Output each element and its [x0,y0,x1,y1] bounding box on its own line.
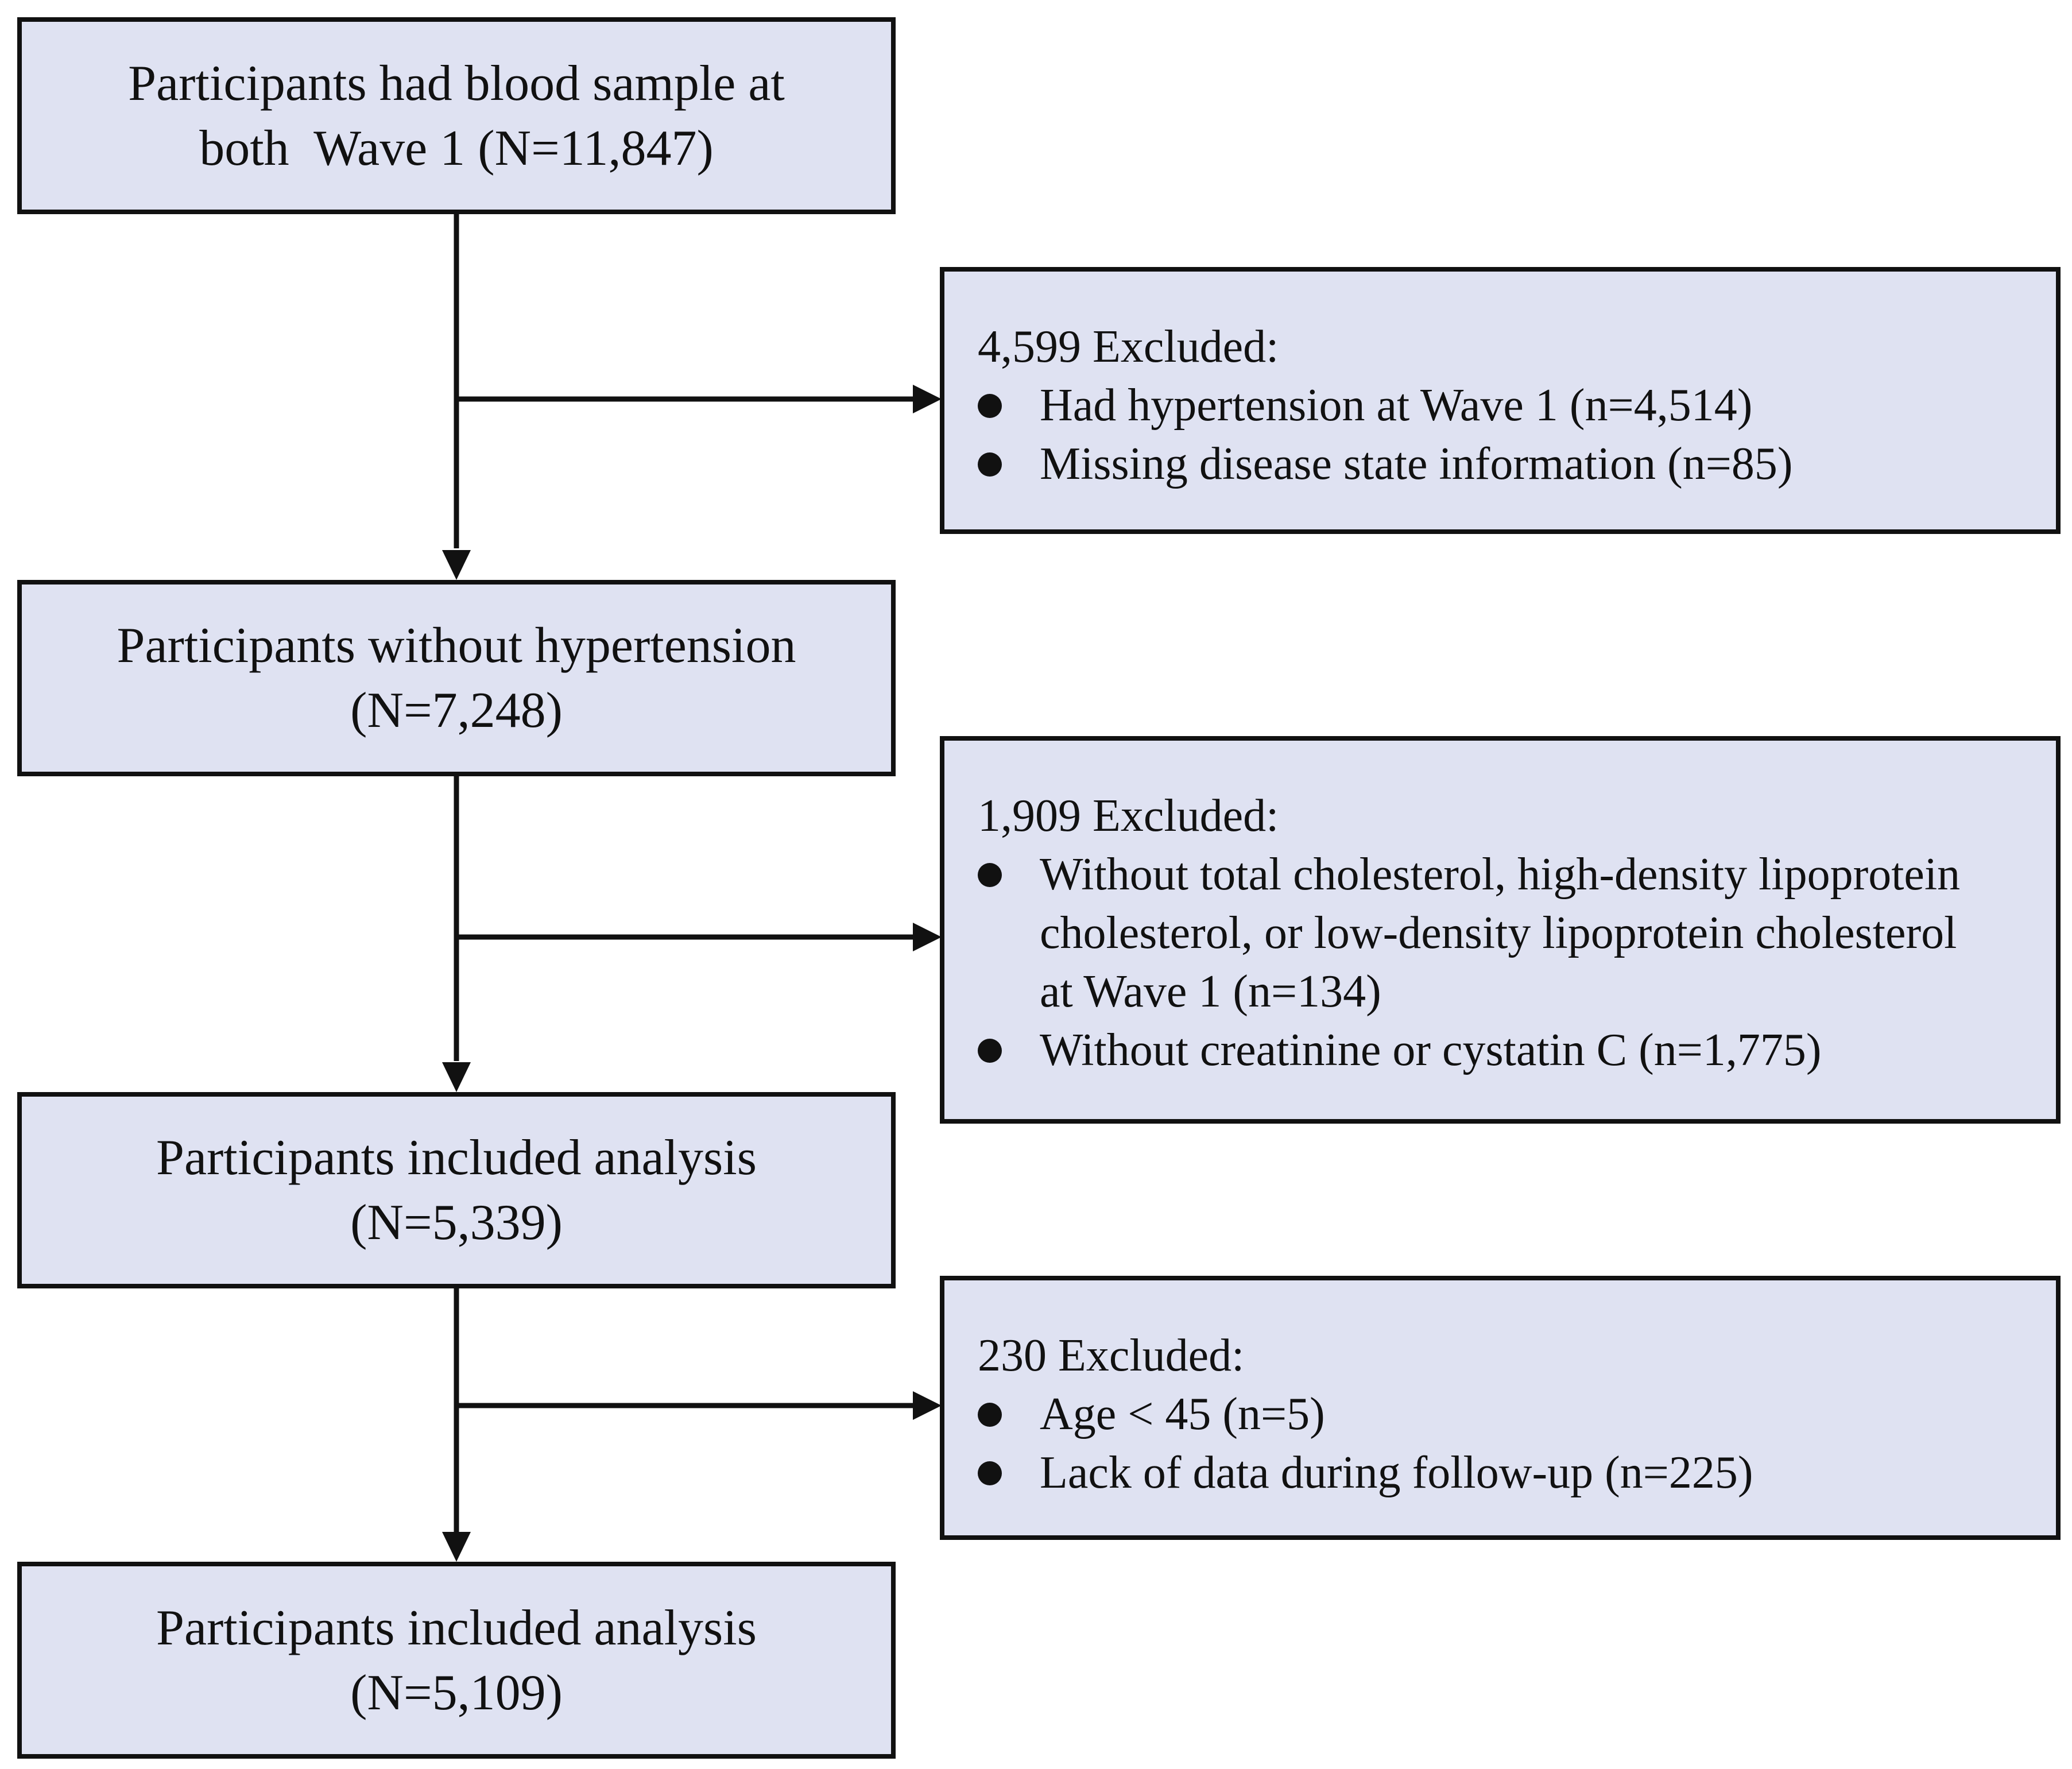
exclusion-item-text: cholesterol, or low-density lipoprotein … [1040,908,1957,958]
exclusion-box-3-list: Age < 45 (n=5) Lack of data during follo… [978,1385,2056,1502]
exclusion-item-text: Lack of data during follow-up (n=225) [1040,1447,1753,1498]
side-arrowhead-2 [913,923,942,951]
bullet-icon [978,1403,1002,1427]
bullet-icon [978,394,1002,418]
down-arrowhead-1 [442,550,471,580]
exclusion-box-2: 1,909 Excluded: Without total cholestero… [940,736,2061,1124]
exclusion-item: Had hypertension at Wave 1 (n=4,514) [978,376,2056,435]
exclusion-item: Age < 45 (n=5) [978,1385,2056,1443]
exclusion-item-text: Without creatinine or cystatin C (n=1,77… [1040,1025,1822,1075]
exclusion-box-1: 4,599 Excluded: Had hypertension at Wave… [940,267,2061,534]
exclusion-box-1-title: 4,599 Excluded: [978,322,1279,372]
exclusion-box-3-title: 230 Excluded: [978,1330,1245,1381]
exclusion-item-text: Without total cholesterol, high-density … [1040,849,1961,900]
exclusion-item: Lack of data during follow-up (n=225) [978,1443,2056,1502]
bullet-icon [978,452,1002,477]
exclusion-item: Missing disease state information (n=85) [978,435,2056,493]
exclusion-box-2-title: 1,909 Excluded: [978,791,1279,841]
exclusion-item: Without total cholesterol, high-density … [978,845,2056,1021]
main-box-included-5109-line-1: Participants included analysis [156,1600,757,1656]
bullet-icon [978,1461,1002,1485]
bullet-icon [978,863,1002,887]
exclusion-item-text: Age < 45 (n=5) [1040,1389,1325,1439]
exclusion-item: Without creatinine or cystatin C (n=1,77… [978,1021,2056,1079]
exclusion-item-text: at Wave 1 (n=134) [1040,966,1381,1017]
exclusion-box-2-list: Without total cholesterol, high-density … [978,845,2056,1079]
exclusion-box-3: 230 Excluded: Age < 45 (n=5) Lack of dat… [940,1276,2061,1540]
main-box-included-5109-line-2: (N=5,109) [350,1665,563,1721]
exclusion-item-text: Missing disease state information (n=85) [1040,439,1793,489]
main-box-initial: Participants had blood sample at both Wa… [17,17,896,214]
side-arrowhead-3 [913,1391,942,1420]
main-box-included-5339-line-1: Participants included analysis [156,1130,757,1186]
main-box-included-5109: Participants included analysis (N=5,109) [17,1562,896,1759]
main-box-included-5339: Participants included analysis (N=5,339) [17,1092,896,1288]
main-box-without-hypertension-line-2: (N=7,248) [350,683,563,738]
down-arrowhead-3 [442,1532,471,1562]
main-box-initial-line-2: both Wave 1 (N=11,847) [199,120,714,176]
bullet-icon [978,1039,1002,1063]
side-arrowhead-1 [913,385,942,413]
exclusion-box-1-list: Had hypertension at Wave 1 (n=4,514) Mis… [978,376,2056,493]
main-box-without-hypertension: Participants without hypertension (N=7,2… [17,580,896,776]
main-box-initial-line-1: Participants had blood sample at [128,55,785,111]
main-box-without-hypertension-line-1: Participants without hypertension [117,618,796,673]
exclusion-item-text: Had hypertension at Wave 1 (n=4,514) [1040,380,1753,431]
down-arrowhead-2 [442,1062,471,1092]
main-box-included-5339-line-2: (N=5,339) [350,1195,563,1251]
